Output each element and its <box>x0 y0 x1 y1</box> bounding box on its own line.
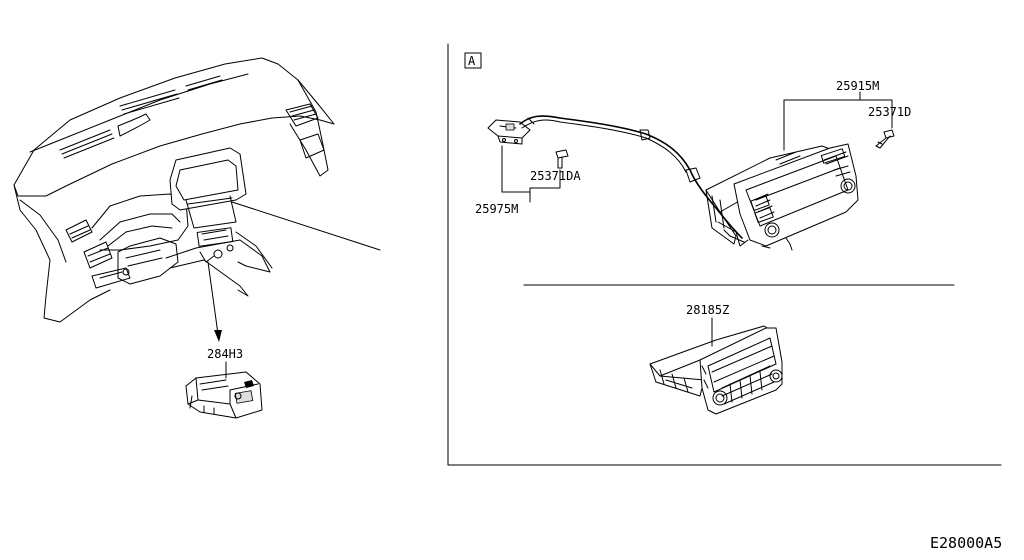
leader-25975m <box>501 145 531 203</box>
part-label-25371d: 25371D <box>868 105 911 119</box>
detail-marker: A <box>468 54 476 68</box>
audio-display-unit <box>705 143 859 251</box>
diagram-reference-code: E28000A5 <box>930 534 1002 552</box>
part-label-28185z: 28185Z <box>686 303 729 317</box>
part-label-284h3: 284H3 <box>207 347 243 361</box>
screw-25371d <box>875 129 895 149</box>
usb-cable-assembly <box>487 115 743 239</box>
part-label-25975m: 25975M <box>475 202 518 216</box>
radio-unit <box>649 325 783 415</box>
usb-aux-jack-part <box>185 371 263 419</box>
part-label-25915m: 25915M <box>836 79 879 93</box>
part-label-25371da: 25371DA <box>530 169 581 183</box>
detail-frame <box>447 43 1002 466</box>
leader-25371da <box>529 169 561 193</box>
detail-marker-box <box>464 52 482 69</box>
dashboard-illustration <box>13 57 381 342</box>
